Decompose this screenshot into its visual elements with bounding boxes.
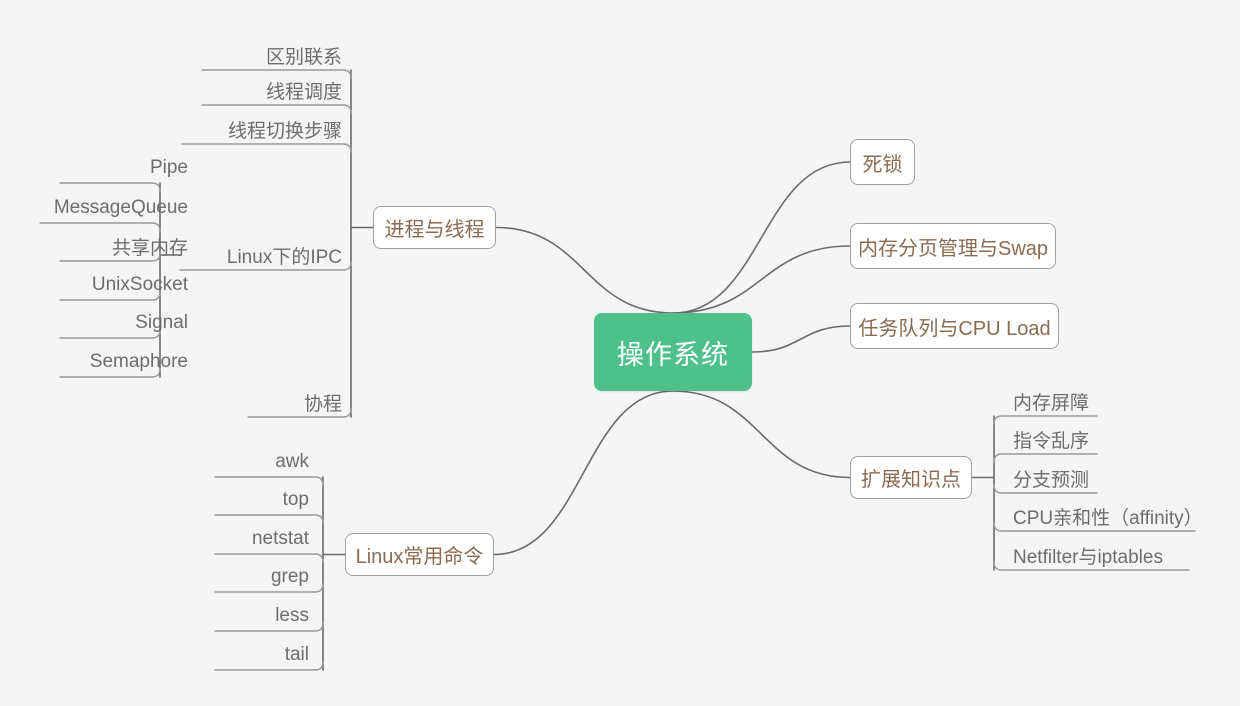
leaf-node[interactable]: 内存屏障 [1007, 386, 1097, 416]
leaf-awk[interactable]: awk [215, 447, 315, 477]
leaf-node[interactable]: 共享内存 [60, 231, 194, 261]
leaf-netstat-label: netstat [251, 528, 309, 549]
leaf-netfilter-iptables[interactable]: Netfilter与iptables [1007, 540, 1189, 570]
root-node-label: 操作系统 [617, 339, 729, 370]
leaf-grep[interactable]: grep [215, 562, 315, 592]
branch-linux-commands-label: Linux常用命令 [355, 546, 484, 568]
leaf-node-label: 分支预测 [1013, 469, 1090, 491]
leaf-grep-label: grep [270, 566, 309, 587]
leaf-less-label: less [275, 605, 309, 626]
leaf-pipe[interactable]: Pipe [60, 153, 194, 183]
root-node[interactable]: 操作系统 [594, 313, 752, 391]
leaf-node-label: 协程 [303, 393, 342, 415]
leaf-linux-ipc[interactable]: Linux下的IPC [180, 240, 348, 270]
branch-linux-commands[interactable]: Linux常用命令 [345, 533, 494, 576]
leaf-tail-label: tail [284, 644, 309, 665]
leaf-node-label: 线程调度 [265, 81, 342, 103]
leaf-netfilter-iptables-label: Netfilter与iptables [1013, 546, 1163, 568]
leaf-unixsocket[interactable]: UnixSocket [60, 270, 194, 300]
leaf-signal[interactable]: Signal [60, 308, 194, 338]
leaf-tail[interactable]: tail [215, 640, 315, 670]
branch-task-queue-cpu-load-label: 任务队列与CPU Load [858, 317, 1051, 340]
branch-memory-paging-swap-label: 内存分页管理与Swap [857, 237, 1049, 260]
branch-deadlock-label: 死锁 [862, 153, 903, 176]
leaf-node[interactable]: 分支预测 [1007, 463, 1097, 493]
branch-process-thread[interactable]: 进程与线程 [373, 206, 496, 249]
leaf-node[interactable]: 线程切换步骤 [182, 114, 348, 144]
leaf-linux-ipc-label: Linux下的IPC [226, 246, 342, 268]
leaf-less[interactable]: less [215, 601, 315, 631]
leaf-node-label: 区别联系 [265, 46, 342, 68]
leaf-node-label: 共享内存 [111, 237, 188, 259]
leaf-cpu-affinity[interactable]: CPU亲和性（affinity） [1007, 501, 1203, 531]
branch-task-queue-cpu-load[interactable]: 任务队列与CPU Load [850, 303, 1059, 349]
leaf-node-label: 内存屏障 [1013, 392, 1090, 414]
leaf-node[interactable]: 指令乱序 [1007, 424, 1097, 454]
leaf-node[interactable]: 协程 [248, 387, 348, 417]
leaf-node[interactable]: 区别联系 [202, 40, 348, 70]
leaf-node-label: 线程切换步骤 [227, 120, 342, 142]
leaf-awk-label: awk [275, 451, 309, 472]
leaf-netstat[interactable]: netstat [215, 524, 315, 554]
leaf-messagequeue-label: MessageQueue [53, 197, 188, 218]
leaf-signal-label: Signal [135, 312, 188, 333]
leaf-node[interactable]: 线程调度 [202, 75, 348, 105]
branch-extended-knowledge-label: 扩展知识点 [861, 469, 961, 491]
branch-extended-knowledge[interactable]: 扩展知识点 [850, 456, 972, 499]
leaf-node-label: 指令乱序 [1013, 430, 1090, 452]
leaf-messagequeue[interactable]: MessageQueue [40, 193, 194, 223]
leaf-top[interactable]: top [215, 485, 315, 515]
branch-memory-paging-swap[interactable]: 内存分页管理与Swap [850, 223, 1056, 269]
branch-deadlock[interactable]: 死锁 [850, 139, 915, 185]
leaf-semaphore-label: Semaphore [89, 351, 188, 372]
branch-process-thread-label: 进程与线程 [384, 219, 485, 241]
leaf-pipe-label: Pipe [149, 157, 188, 178]
leaf-cpu-affinity-label: CPU亲和性（affinity） [1013, 507, 1203, 529]
leaf-unixsocket-label: UnixSocket [91, 274, 188, 295]
leaf-semaphore[interactable]: Semaphore [60, 347, 194, 377]
leaf-top-label: top [282, 489, 309, 510]
